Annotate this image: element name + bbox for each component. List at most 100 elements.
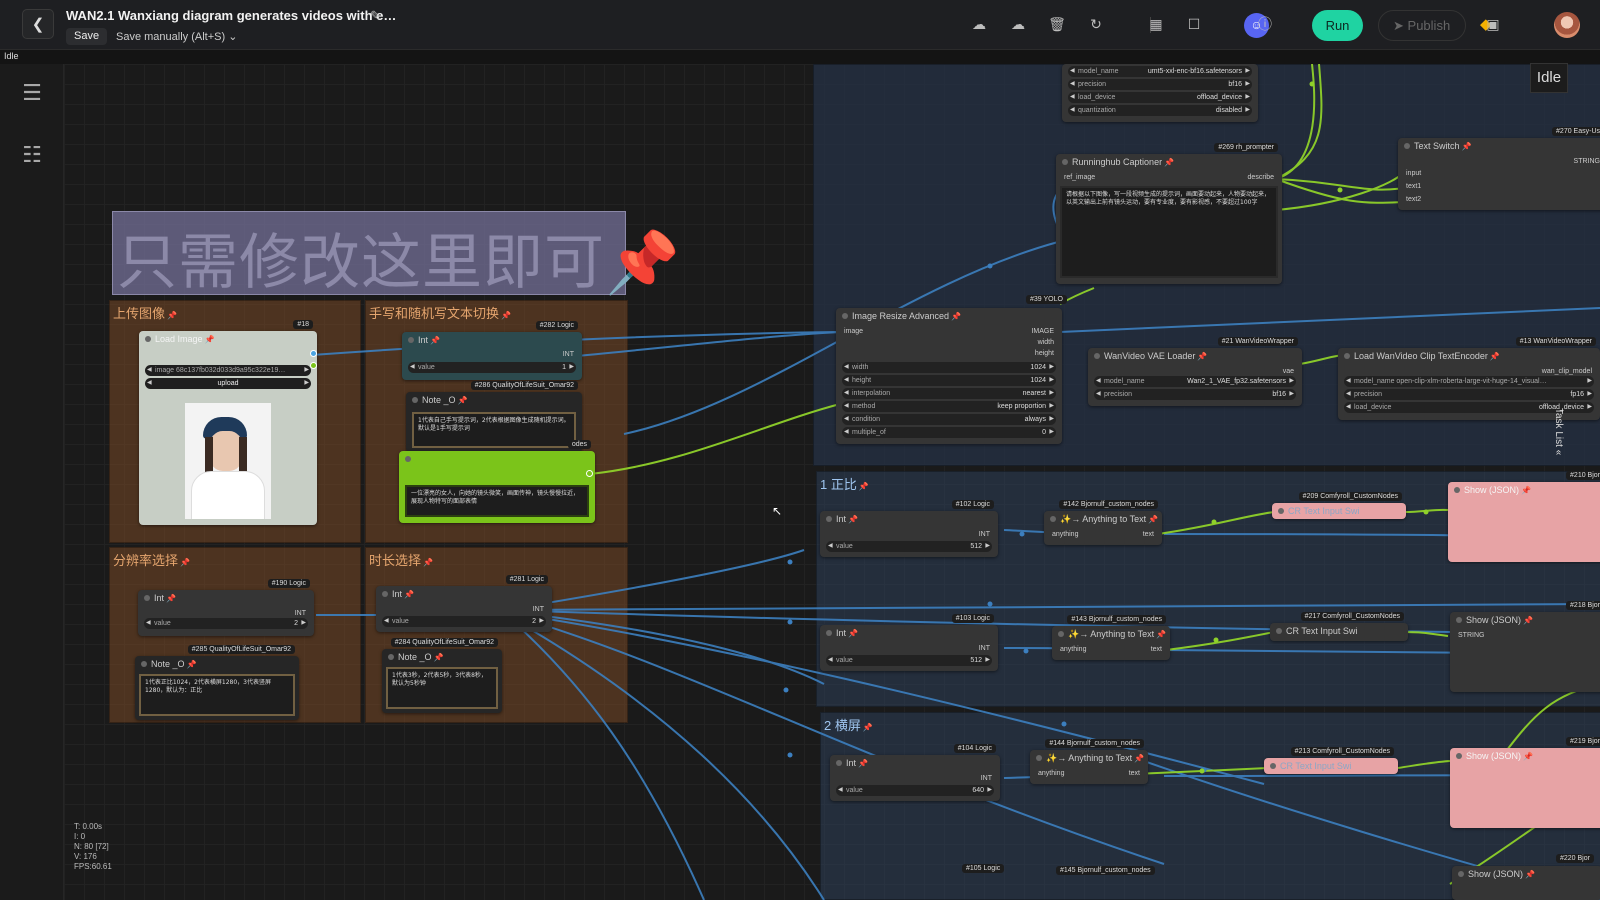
note-285-node[interactable]: #285 QualityOfLifeSuit_Omar92 Note _O📌 1… <box>135 645 299 720</box>
model-name-widget[interactable]: model_name open-clip-xlm-roberta-large-v… <box>1344 376 1594 387</box>
input-slot[interactable]: anything <box>1060 646 1087 653</box>
show-json-219-node[interactable]: #219 Bjor Show (JSON)📌 <box>1450 737 1600 828</box>
refresh-icon[interactable]: ↻ <box>1090 17 1102 33</box>
grid-icon[interactable]: ▦ <box>1149 17 1163 33</box>
node-library-icon[interactable]: ▣ <box>1486 17 1500 33</box>
input-slot[interactable]: STRING <box>1458 632 1485 639</box>
cr-text-input-switch-217-node[interactable]: #217 Comfyroll_CustomNodes CR Text Input… <box>1270 612 1408 641</box>
note-text[interactable]: 1代表自己手写提示词，2代表根据图像生成随机提示词。默认是1手写提示词 <box>412 412 576 448</box>
diamond-icon[interactable]: ◆ <box>1480 16 1492 33</box>
avatar[interactable] <box>1554 12 1580 38</box>
caption-prompt-text[interactable]: 请根据以下图像，写一段视频生成的提示词，画面要动起来，人物要动起来，以英文输出上… <box>1060 186 1278 278</box>
output-slot[interactable]: describe <box>1247 174 1274 181</box>
clip-text-encoder-node[interactable]: #13 WanVideoWrapper Load WanVideo Clip T… <box>1338 337 1600 420</box>
output-slot[interactable]: INT <box>978 645 990 652</box>
output-slot[interactable]: height <box>1034 350 1054 357</box>
output-slot[interactable]: INT <box>532 606 544 613</box>
show-json-220-node[interactable]: Show (JSON)📌 <box>1452 866 1600 900</box>
output-slot[interactable]: width <box>1037 339 1054 346</box>
output-slot[interactable]: text <box>1142 531 1154 538</box>
text-switch-node[interactable]: #270 Easy-Us Text Switch📌 STRING input t… <box>1398 127 1600 210</box>
cloud-upload-icon[interactable]: ☁ <box>972 17 986 33</box>
cr-text-input-switch-213-node[interactable]: #213 Comfyroll_CustomNodes CR Text Input… <box>1264 747 1398 774</box>
input-slot[interactable]: input <box>1406 170 1422 177</box>
input-slot[interactable]: text2 <box>1406 196 1422 203</box>
edit-square-icon[interactable]: ☐ <box>1187 17 1201 33</box>
task-list-tab[interactable]: Task List « <box>1546 400 1564 464</box>
input-slot[interactable]: image <box>844 328 864 335</box>
image-resize-node[interactable]: Image Resize Advanced📌 image IMAGE width… <box>836 308 1062 444</box>
anything-to-text-143-node[interactable]: #143 Bjornulf_custom_nodes ✨→ Anything t… <box>1052 615 1170 660</box>
trash-icon[interactable]: 🗑 <box>1048 17 1066 33</box>
output-slot[interactable]: text <box>1150 646 1162 653</box>
input-slot[interactable]: text1 <box>1406 183 1422 190</box>
node-canvas[interactable]: 只需修改这里即可📌 上传图像📌 手写和随机写文本切换📌 分辨率选择📌 时长选择📌… <box>64 64 1600 900</box>
run-button[interactable]: Run <box>1312 10 1363 41</box>
anything-to-text-144-node[interactable]: #144 Bjornulf_custom_nodes ✨→ Anything t… <box>1030 739 1148 784</box>
workflow-tree-icon[interactable]: ☷ <box>22 143 42 168</box>
discord-icon[interactable]: ☺ <box>1244 13 1269 38</box>
save-button[interactable]: Save <box>66 28 108 45</box>
anything-to-text-142-node[interactable]: #142 Bjornulf_custom_nodes ✨→ Anything t… <box>1044 500 1162 545</box>
input-slot[interactable]: anything <box>1052 531 1079 538</box>
input-slot[interactable]: anything <box>1038 770 1065 777</box>
info-icon[interactable]: ⓘ <box>1258 17 1272 33</box>
back-button[interactable]: ❮ <box>22 9 54 39</box>
save-mode-dropdown[interactable]: Save manually (Alt+S) ⌄ <box>116 30 237 43</box>
note-text[interactable]: 1代表3秒，2代表5秒，3代表8秒，默认为5秒钟 <box>386 667 498 709</box>
output-slot[interactable]: wan_clip_model <box>1541 368 1592 375</box>
cloud-download-icon[interactable]: ☁ <box>1011 17 1025 33</box>
show-json-218-node[interactable]: #218 Bjor Show (JSON)📌 STRING <box>1450 601 1600 692</box>
output-slot[interactable]: vae <box>1282 368 1294 375</box>
prompt-text-node[interactable]: odes 一位漂亮的女人，向她的镜头微笑，画面传神，镜头慢慢拉近，展现人物特写的… <box>399 440 595 523</box>
runninghub-captioner-node[interactable]: #269 rh_prompter Runninghub Captioner📌 r… <box>1056 143 1282 284</box>
publish-button[interactable]: ➤ Publish <box>1378 10 1466 41</box>
prompt-text[interactable]: 一位漂亮的女人，向她的镜头微笑，画面传神，镜头慢慢拉近，展现人物特写的面部表情 <box>405 485 589 517</box>
output-slot[interactable]: INT <box>562 351 574 358</box>
output-slot[interactable]: INT <box>294 610 306 617</box>
note-286-node[interactable]: #286 QualityOfLifeSuit_Omar92 Note _O📌 1… <box>406 381 582 452</box>
show-json-210-node[interactable]: #210 Bjor Show (JSON)📌 <box>1448 471 1600 562</box>
note-284-node[interactable]: #284 QualityOfLifeSuit_Omar92 Note _O📌 1… <box>382 638 502 713</box>
image-select-widget[interactable]: image 68c137fb032d033d9a95c322e19… <box>145 365 311 376</box>
edit-title-icon[interactable]: ✎ <box>370 8 381 23</box>
note-text[interactable]: 1代表正比1024，2代表横屏1280，3代表竖屏1280，默认为：正比 <box>139 674 295 716</box>
multiple-of-widget[interactable]: multiple_of0 <box>842 427 1056 438</box>
output-slot[interactable]: INT <box>980 775 992 782</box>
output-slot[interactable]: text <box>1128 770 1140 777</box>
input-slot[interactable]: ref_image <box>1064 174 1096 181</box>
load-image-node[interactable]: #18 Load Image📌 image 68c137fb032d033d9a… <box>139 320 317 525</box>
upload-button[interactable]: upload <box>145 378 311 389</box>
output-slot[interactable]: INT <box>978 531 990 538</box>
vae-loader-node[interactable]: #21 WanVideoWrapper WanVideo VAE Loader📌… <box>1088 337 1302 406</box>
cr-text-input-switch-209-node[interactable]: #209 Comfyroll_CustomNodes CR Text Input… <box>1272 492 1406 519</box>
output-slot[interactable]: IMAGE <box>1031 328 1054 335</box>
queue-list-icon[interactable]: ☰ <box>22 81 42 106</box>
clip-loader-node[interactable]: model_nameumt5-xxl-enc-bf16.safetensors … <box>1062 64 1258 122</box>
output-slot[interactable]: STRING <box>1573 158 1600 165</box>
